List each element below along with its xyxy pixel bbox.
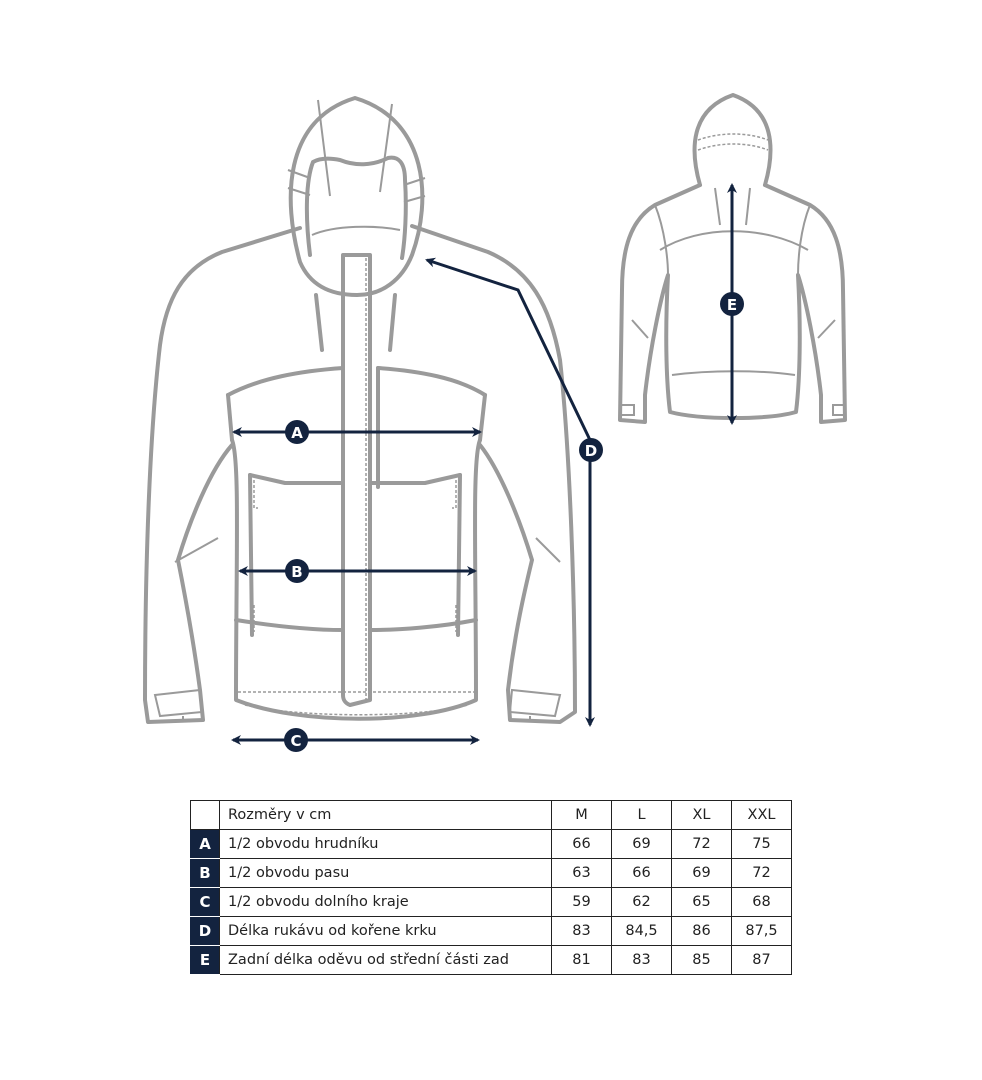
svg-text:D: D	[585, 442, 597, 460]
table-row: E Zadní délka oděvu od střední části zad…	[190, 945, 792, 975]
svg-text:B: B	[291, 563, 302, 581]
table-header-row: Rozměry v cm M L XL XXL	[190, 800, 792, 830]
table-row: B 1/2 obvodu pasu 63 66 69 72	[190, 858, 792, 888]
cell: 69	[671, 858, 732, 888]
row-label: 1/2 obvodu dolního kraje	[219, 887, 552, 917]
cell: 65	[671, 887, 732, 917]
cell: 85	[671, 945, 732, 975]
jacket-front	[143, 96, 577, 724]
measure-c: C	[231, 728, 480, 752]
svg-text:E: E	[727, 296, 737, 314]
cell: 81	[551, 945, 612, 975]
size-header: L	[611, 800, 672, 830]
measure-d: D	[425, 257, 603, 727]
size-header: XXL	[731, 800, 792, 830]
table-row: C 1/2 obvodu dolního kraje 59 62 65 68	[190, 887, 792, 917]
row-label: 1/2 obvodu pasu	[219, 858, 552, 888]
jacket-diagram: A B C D E	[143, 93, 847, 752]
header-label: Rozměry v cm	[219, 800, 552, 830]
cell: 72	[731, 858, 792, 888]
cell: 66	[551, 829, 612, 859]
table-row: A 1/2 obvodu hrudníku 66 69 72 75	[190, 829, 792, 859]
cell: 59	[551, 887, 612, 917]
svg-text:A: A	[291, 424, 303, 442]
cell: 63	[551, 858, 612, 888]
measure-e: E	[720, 183, 744, 425]
size-table: Rozměry v cm M L XL XXL A 1/2 obvodu hru…	[190, 800, 792, 975]
cell: 62	[611, 887, 672, 917]
cell: 86	[671, 916, 732, 946]
cell: 69	[611, 829, 672, 859]
cell: 87,5	[731, 916, 792, 946]
measure-b: B	[238, 559, 477, 583]
cell: 87	[731, 945, 792, 975]
size-header: XL	[671, 800, 732, 830]
cell: 83	[551, 916, 612, 946]
svg-text:C: C	[290, 732, 301, 750]
cell: 72	[671, 829, 732, 859]
cell: 68	[731, 887, 792, 917]
cell: 84,5	[611, 916, 672, 946]
row-label: Délka rukávu od kořene krku	[219, 916, 552, 946]
table-row: D Délka rukávu od kořene krku 83 84,5 86…	[190, 916, 792, 946]
row-key: B	[190, 858, 220, 888]
row-key: E	[190, 945, 220, 975]
cell: 83	[611, 945, 672, 975]
size-header: M	[551, 800, 612, 830]
cell: 75	[731, 829, 792, 859]
measure-a: A	[232, 420, 482, 444]
row-key: C	[190, 887, 220, 917]
row-key: D	[190, 916, 220, 946]
cell: 66	[611, 858, 672, 888]
row-label: 1/2 obvodu hrudníku	[219, 829, 552, 859]
row-label: Zadní délka oděvu od střední části zad	[219, 945, 552, 975]
row-key: A	[190, 829, 220, 859]
